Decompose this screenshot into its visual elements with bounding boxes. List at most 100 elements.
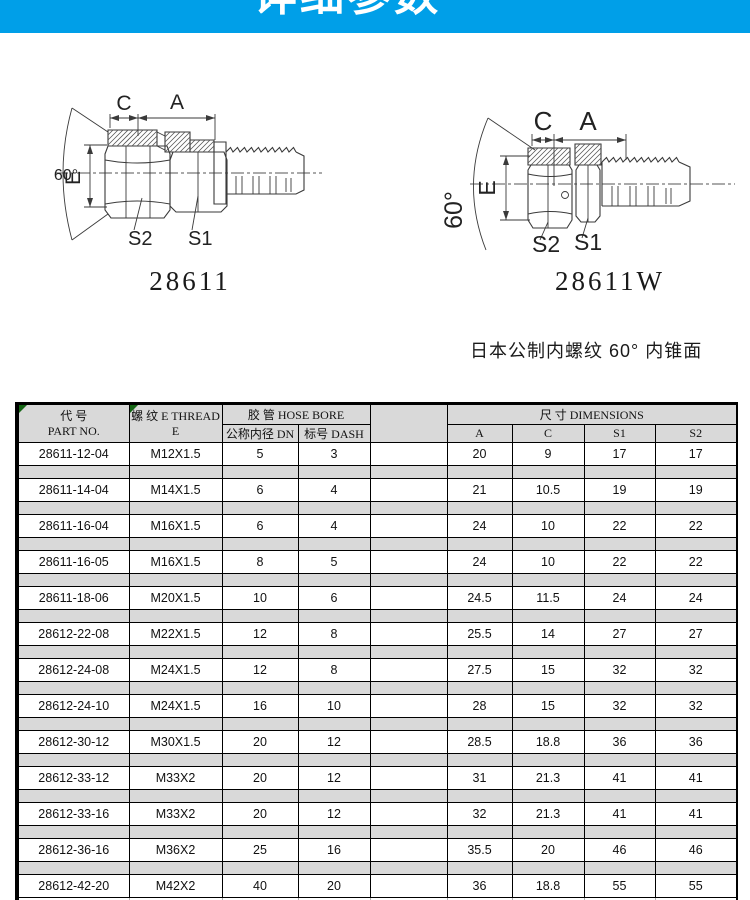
fitting-outline [104, 129, 305, 219]
cone-angle-annotation: 60° [440, 117, 536, 251]
table-cell: 41 [654, 766, 738, 790]
spacer-cell [128, 789, 223, 803]
table-cell: 5 [221, 442, 299, 466]
table-cell: M16X1.5 [128, 550, 223, 574]
spacer-cell [128, 861, 223, 875]
dim-label-s1: S1 [188, 228, 212, 250]
dim-label-e: E [62, 171, 85, 185]
spacer-cell [297, 537, 371, 551]
spacer-cell [511, 609, 585, 623]
spacer-row [16, 537, 738, 551]
spacer-cell [16, 789, 130, 803]
table-cell: 24 [583, 586, 656, 610]
table-cell: 20 [221, 802, 299, 826]
col-header-dash: 标号 DASH [297, 424, 371, 443]
table-cell: 24.5 [446, 586, 513, 610]
spacer-cell [16, 825, 130, 839]
dim-label-e: E [474, 180, 500, 195]
table-cell: 24 [654, 586, 738, 610]
spacer-cell [128, 537, 223, 551]
spacer-cell [446, 861, 513, 875]
spacer-cell [511, 789, 585, 803]
cone-angle-annotation: 60° [54, 107, 109, 241]
spacer-cell [221, 717, 299, 731]
table-cell: 36 [654, 730, 738, 754]
spacer-cell [297, 645, 371, 659]
table-cell [369, 442, 448, 466]
table-cell: 32 [583, 658, 656, 682]
table-cell: 15 [511, 658, 585, 682]
table-cell: 31 [446, 766, 513, 790]
spacer-cell [654, 501, 738, 515]
spacer-cell [654, 789, 738, 803]
spacer-cell [297, 501, 371, 515]
spacer-row [16, 753, 738, 767]
table-cell: 5 [297, 550, 371, 574]
table-cell: 28611-12-04 [16, 442, 130, 466]
table-cell: M24X1.5 [128, 658, 223, 682]
spacer-cell [221, 825, 299, 839]
table-cell: 10 [221, 586, 299, 610]
table-cell: M30X1.5 [128, 730, 223, 754]
table-cell: 4 [297, 478, 371, 502]
table-cell: 8 [221, 550, 299, 574]
spacer-cell [128, 573, 223, 587]
spacer-cell [654, 825, 738, 839]
spacer-cell [446, 501, 513, 515]
thread-note: 日本公制内螺纹 60° 内锥面 [470, 341, 703, 361]
table-cell: 41 [583, 802, 656, 826]
table-cell: 28612-24-10 [16, 694, 130, 718]
table-cell: 12 [297, 766, 371, 790]
table-cell: M33X2 [128, 802, 223, 826]
spacer-cell [511, 573, 585, 587]
spacer-cell [128, 717, 223, 731]
spacer-cell [369, 501, 448, 515]
spacer-cell [221, 537, 299, 551]
table-cell: 12 [221, 622, 299, 646]
spacer-cell [583, 681, 656, 695]
spacer-cell [221, 753, 299, 767]
table-cell: 25 [221, 838, 299, 862]
table-cell: 28611-16-05 [16, 550, 130, 574]
spacer-cell [16, 645, 130, 659]
table-cell: 10 [511, 514, 585, 538]
spacer-row [16, 465, 738, 479]
col-header-dimensions: 尺 寸 DIMENSIONS [446, 403, 738, 425]
spacer-cell [446, 789, 513, 803]
table-cell [369, 838, 448, 862]
table-cell: 15 [511, 694, 585, 718]
spacer-cell [297, 825, 371, 839]
table-cell: M24X1.5 [128, 694, 223, 718]
spacer-cell [446, 645, 513, 659]
table-cell: 25.5 [446, 622, 513, 646]
spacer-cell [511, 537, 585, 551]
spacer-cell [369, 645, 448, 659]
dimension-lines: C A E S2 S1 [474, 106, 627, 257]
spacer-row [16, 717, 738, 731]
spacer-cell [128, 753, 223, 767]
table-cell: 28612-33-16 [16, 802, 130, 826]
cell-flag-icon [130, 405, 138, 413]
table-cell: 27.5 [446, 658, 513, 682]
table-cell: 19 [654, 478, 738, 502]
hatch-pattern [527, 143, 602, 166]
table-header: 代 号 PART NO. 螺 纹 E THREAD E 胶 管 HOSE BOR… [16, 403, 738, 443]
spacer-cell [511, 825, 585, 839]
spacer-cell [16, 753, 130, 767]
table-cell: M22X1.5 [128, 622, 223, 646]
table-cell: 36 [446, 874, 513, 898]
table-cell: 28612-24-08 [16, 658, 130, 682]
spacer-cell [511, 861, 585, 875]
table-cell: 20 [221, 730, 299, 754]
spacer-row [16, 645, 738, 659]
table-cell: 55 [583, 874, 656, 898]
table-cell [369, 622, 448, 646]
